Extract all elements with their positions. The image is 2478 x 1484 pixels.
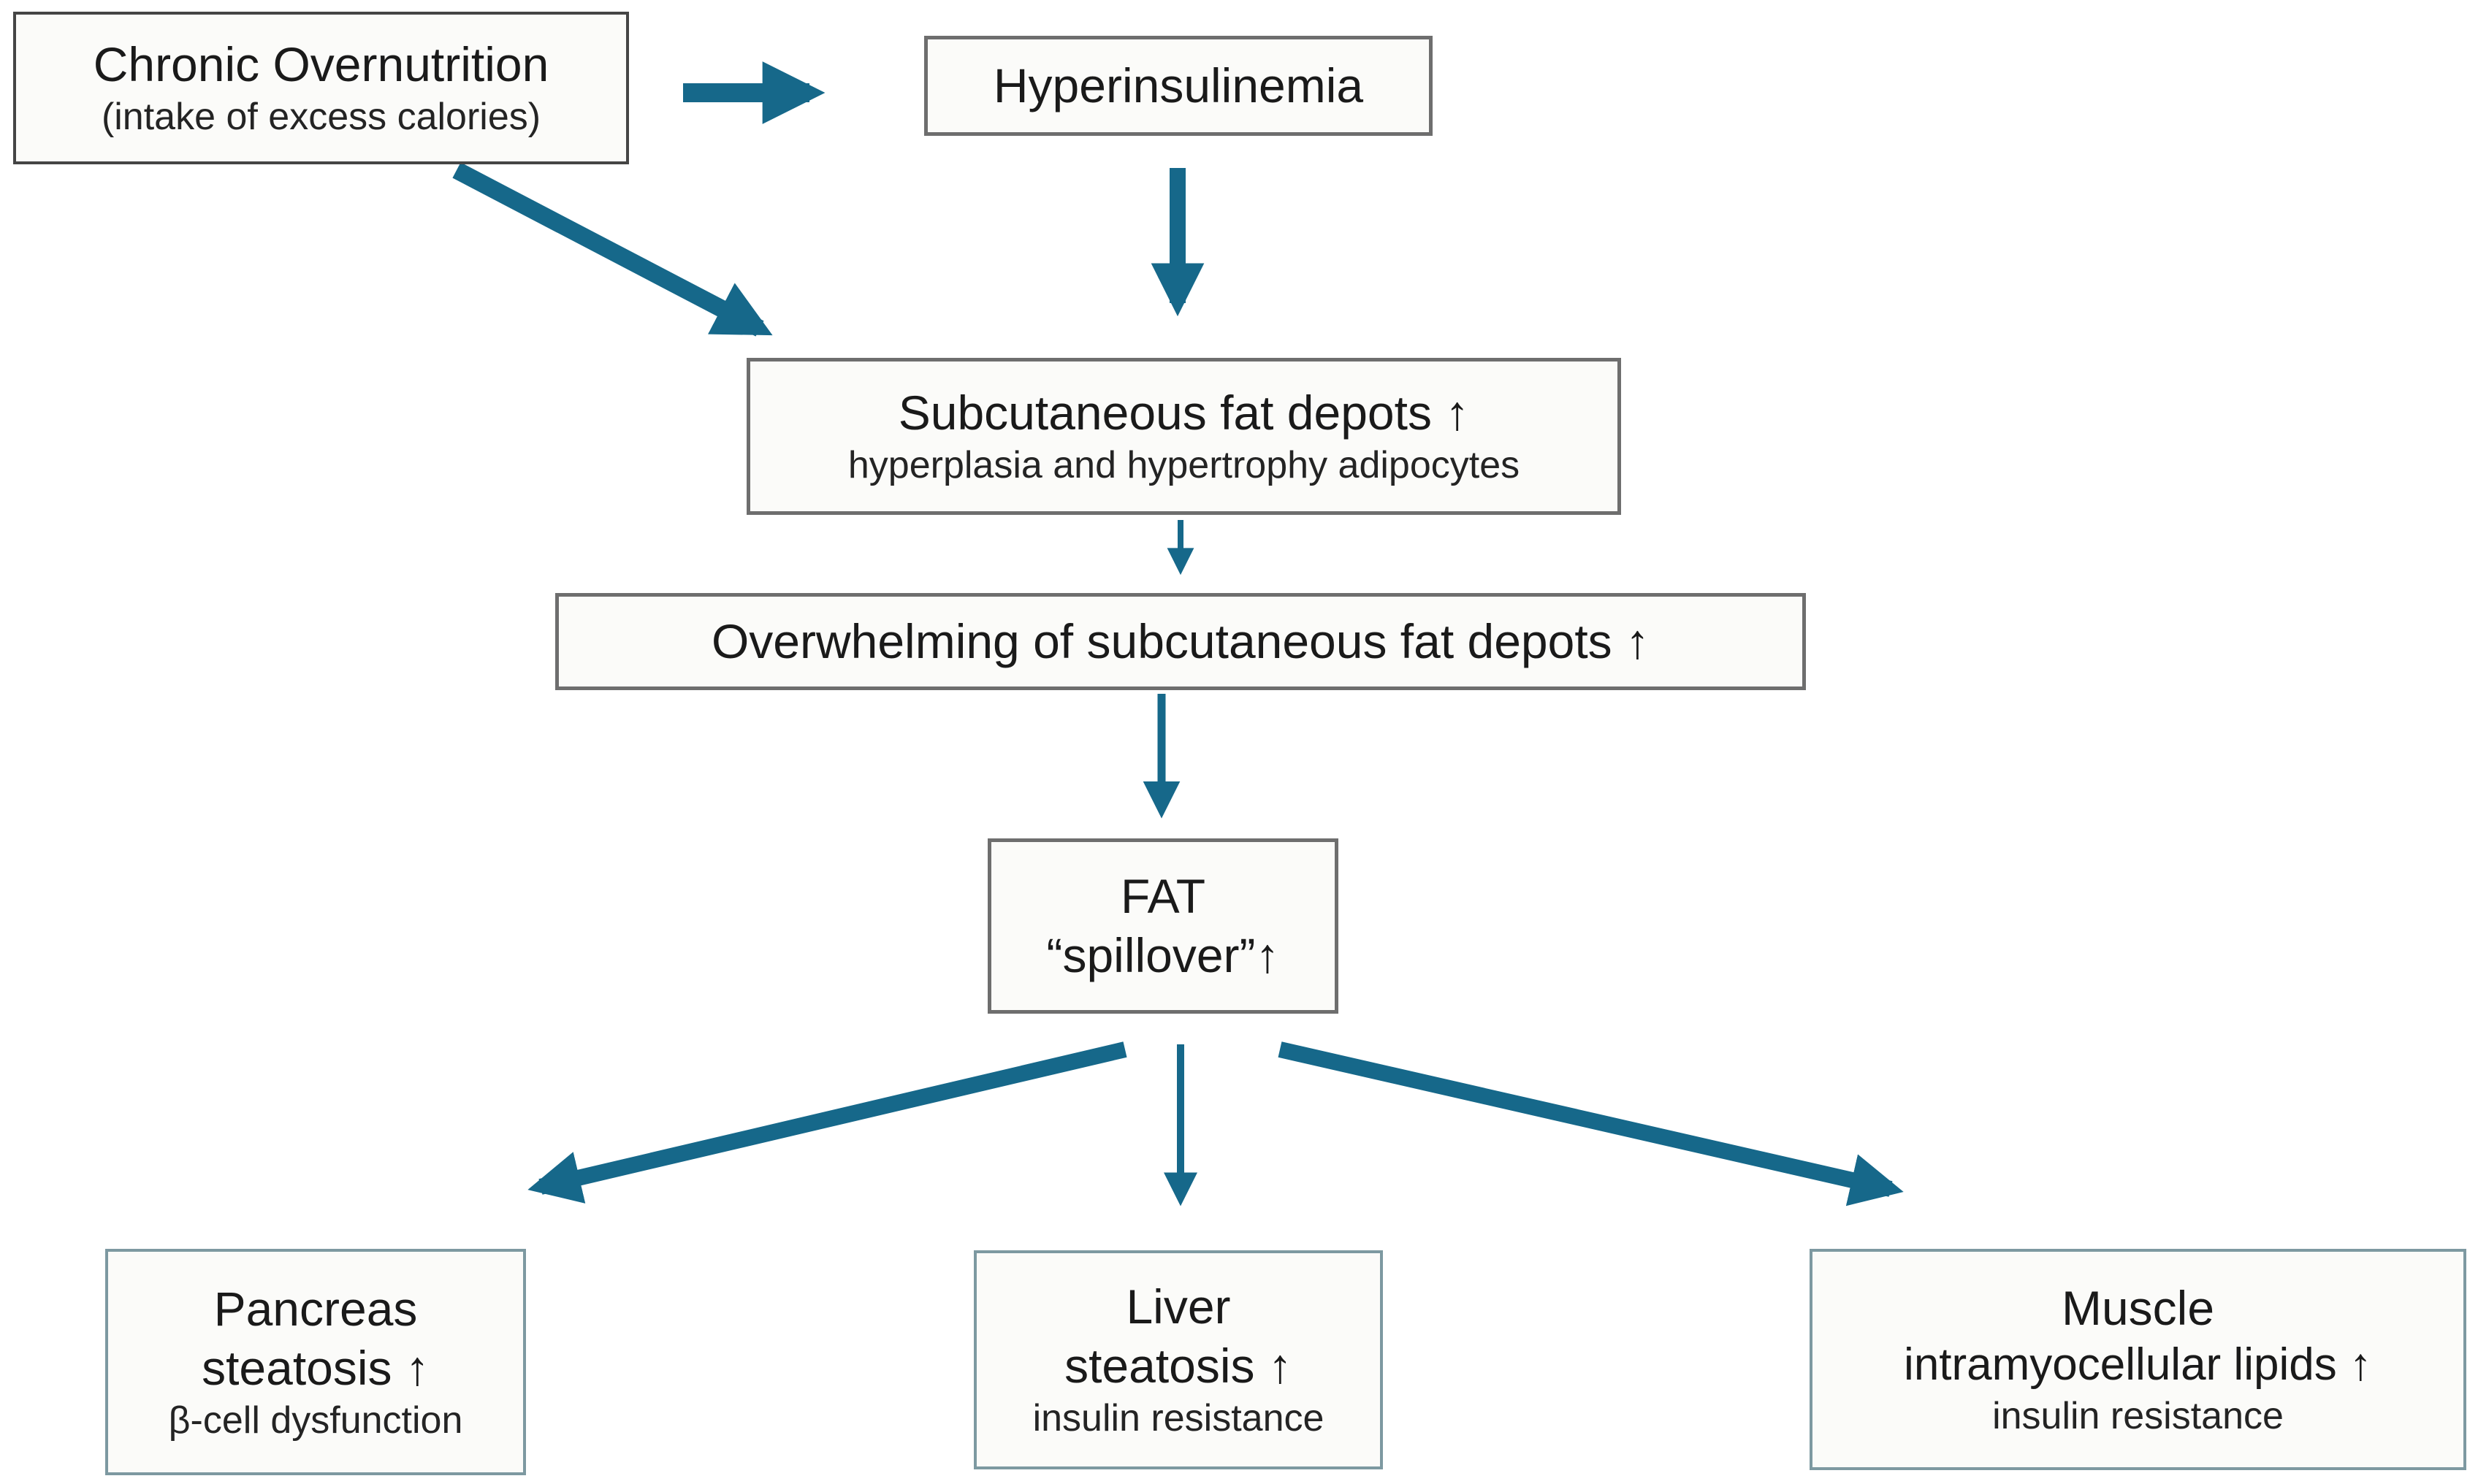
node-subcutaneous-title: Subcutaneous fat depots ↑ (898, 385, 1470, 440)
node-muscle-line2: intramyocellular lipids ↑ (1904, 1339, 2372, 1391)
node-fat-spillover-line1: FAT (1120, 869, 1206, 924)
node-subcutaneous-subtitle: hyperplasia and hypertrophy adipocytes (847, 444, 1520, 487)
node-liver-line2: steatosis ↑ (1064, 1338, 1292, 1393)
node-subcutaneous-fat-depots: Subcutaneous fat depots ↑ hyperplasia an… (747, 358, 1621, 515)
node-overwhelming-title: Overwhelming of subcutaneous fat depots … (711, 614, 1650, 669)
node-liver-steatosis: Liver steatosis ↑ insulin resistance (974, 1250, 1383, 1469)
node-chronic-overnutrition: Chronic Overnutrition (intake of excess … (13, 12, 629, 164)
node-chronic-overnutrition-title: Chronic Overnutrition (93, 37, 549, 91)
arrow-fat-spillover-to-muscle (1278, 1041, 1904, 1206)
node-muscle-lipids: Muscle intramyocellular lipids ↑ insulin… (1810, 1249, 2466, 1470)
node-fat-spillover-line2: “spillover”↑ (1046, 928, 1280, 982)
node-liver-line1: Liver (1126, 1279, 1231, 1334)
node-fat-spillover: FAT “spillover”↑ (988, 838, 1338, 1014)
node-liver-subtitle: insulin resistance (1032, 1397, 1324, 1440)
node-pancreas-line1: Pancreas (213, 1281, 418, 1336)
node-hyperinsulinemia: Hyperinsulinemia (924, 36, 1433, 136)
node-pancreas-steatosis: Pancreas steatosis ↑ β-cell dysfunction (105, 1249, 526, 1475)
node-overwhelming-fat-depots: Overwhelming of subcutaneous fat depots … (555, 593, 1806, 690)
node-hyperinsulinemia-title: Hyperinsulinemia (993, 58, 1364, 113)
node-muscle-line1: Muscle (2061, 1280, 2215, 1335)
node-pancreas-subtitle: β-cell dysfunction (168, 1399, 463, 1442)
arrow-fat-spillover-to-pancreas (527, 1041, 1127, 1204)
node-chronic-overnutrition-subtitle: (intake of excess calories) (101, 96, 541, 139)
arrow-chronic-to-subcutaneous (452, 162, 773, 337)
node-pancreas-line2: steatosis ↑ (202, 1340, 430, 1395)
node-muscle-subtitle: insulin resistance (1992, 1395, 2284, 1438)
